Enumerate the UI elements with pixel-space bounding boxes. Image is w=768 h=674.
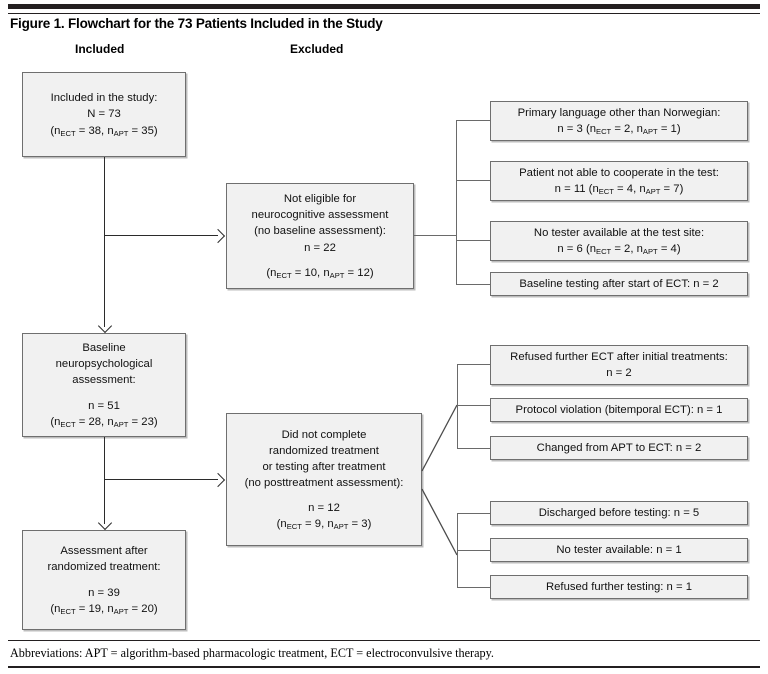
connector-to-did-not-complete bbox=[104, 479, 218, 480]
connector-bracket-baseline-trunk bbox=[456, 120, 457, 284]
noteligible-line5: (nECT = 10, nAPT = 12) bbox=[266, 266, 374, 280]
included-line2: N = 73 bbox=[87, 108, 121, 121]
box-not-eligible: Not eligible for neurocognitive assessme… bbox=[226, 183, 414, 289]
excl2-line2: n = 6 (nECT = 2, nAPT = 4) bbox=[557, 243, 681, 256]
connector-branch-excl0 bbox=[456, 120, 490, 121]
baseline-line5: (nECT = 28, nAPT = 23) bbox=[50, 415, 158, 429]
box-exclusion-baseline-after-ect: Baseline testing after start of ECT: n =… bbox=[490, 272, 748, 296]
footer-rule-bottom bbox=[8, 666, 760, 668]
box-exclusion-no-tester: No tester available: n = 1 bbox=[490, 538, 748, 562]
baseline-line1: Baseline bbox=[82, 342, 126, 355]
connector-branch-texu2 bbox=[457, 448, 490, 449]
noteligible-line2: neurocognitive assessment bbox=[251, 209, 389, 222]
box-exclusion-language: Primary language other than Norwegian: n… bbox=[490, 101, 748, 141]
connector-branch-texl0 bbox=[457, 513, 490, 514]
texu2-line1: Changed from APT to ECT: n = 2 bbox=[536, 441, 702, 454]
final-line3: n = 39 bbox=[88, 586, 120, 599]
box-did-not-complete: Did not complete randomized treatment or… bbox=[226, 413, 422, 546]
box-baseline-assessment: Baseline neuropsychological assessment: … bbox=[22, 333, 186, 437]
noteligible-line3: (no baseline assessment): bbox=[254, 225, 386, 238]
box-exclusion-refused-testing: Refused further testing: n = 1 bbox=[490, 575, 748, 599]
box-exclusion-no-tester-site: No tester available at the test site: n … bbox=[490, 221, 748, 261]
final-line2: randomized treatment: bbox=[47, 561, 161, 574]
dnc-line4: (no posttreatment assessment): bbox=[244, 477, 404, 489]
final-line4: (nECT = 19, nAPT = 20) bbox=[50, 602, 158, 616]
footer-rule-top bbox=[8, 640, 760, 641]
included-line3: (nECT = 38, nAPT = 35) bbox=[50, 124, 158, 138]
connector-branch-excl1 bbox=[456, 180, 490, 181]
texu0-line1: Refused further ECT after initial treatm… bbox=[510, 350, 728, 363]
box-final-assessment: Assessment after randomized treatment: n… bbox=[22, 530, 186, 630]
connector-branch-texl1 bbox=[457, 550, 490, 551]
figure-title: Figure 1. Flowchart for the 73 Patients … bbox=[10, 16, 383, 31]
baseline-line2: neuropsychological bbox=[55, 358, 153, 371]
texl0-line1: Discharged before testing: n = 5 bbox=[538, 506, 700, 519]
excl1-line1: Patient not able to cooperate in the tes… bbox=[519, 166, 719, 179]
box-exclusion-discharged: Discharged before testing: n = 5 bbox=[490, 501, 748, 525]
texl1-line1: No tester available: n = 1 bbox=[556, 543, 682, 556]
box-exclusion-cooperate: Patient not able to cooperate in the tes… bbox=[490, 161, 748, 201]
excl0-line2: n = 3 (nECT = 2, nAPT = 1) bbox=[557, 123, 681, 136]
box-exclusion-changed-apt-ect: Changed from APT to ECT: n = 2 bbox=[490, 436, 748, 460]
dnc-line3: or testing after treatment bbox=[262, 460, 386, 473]
arrowhead-not-eligible bbox=[210, 228, 226, 244]
texu0-line2: n = 2 bbox=[606, 367, 632, 379]
column-label-included: Included bbox=[75, 42, 125, 56]
connector-not-eligible-out bbox=[414, 235, 456, 236]
texl2-line1: Refused further testing: n = 1 bbox=[545, 580, 692, 593]
connector-branch-texu0 bbox=[457, 364, 490, 365]
noteligible-line4: n = 22 bbox=[304, 241, 336, 254]
excl3-line1: Baseline testing after start of ECT: n =… bbox=[519, 277, 719, 290]
top-rule-thin bbox=[8, 13, 760, 14]
connector-branch-texl2 bbox=[457, 587, 490, 588]
box-exclusion-refused-ect: Refused further ECT after initial treatm… bbox=[490, 345, 748, 385]
connector-trunk-main bbox=[104, 157, 105, 327]
box-included-in-study: Included in the study: N = 73 (nECT = 38… bbox=[22, 72, 186, 157]
column-label-excluded: Excluded bbox=[290, 42, 344, 56]
baseline-line4: n = 51 bbox=[88, 399, 120, 412]
arrowhead-final-assessment bbox=[97, 515, 113, 531]
connector-bracket-upper-trunk bbox=[457, 364, 458, 448]
noteligible-line1: Not eligible for bbox=[283, 193, 357, 206]
final-line1: Assessment after bbox=[60, 545, 148, 558]
box-exclusion-protocol-violation: Protocol violation (bitemporal ECT): n =… bbox=[490, 398, 748, 422]
dnc-line2: randomized treatment bbox=[269, 444, 379, 457]
excl1-line2: n = 11 (nECT = 4, nAPT = 7) bbox=[554, 183, 684, 196]
arrowhead-did-not-complete bbox=[210, 472, 226, 488]
top-rule-thick bbox=[8, 4, 760, 9]
dnc-line5: n = 12 bbox=[308, 502, 340, 515]
arrowhead-baseline bbox=[97, 318, 113, 334]
figure-footnote: Abbreviations: APT = algorithm-based pha… bbox=[10, 646, 494, 660]
connector-branch-texu1 bbox=[457, 405, 490, 406]
connector-branch-excl3 bbox=[456, 284, 490, 285]
excl0-line1: Primary language other than Norwegian: bbox=[517, 106, 721, 119]
connector-trunk-lower bbox=[104, 437, 105, 524]
connector-to-not-eligible bbox=[104, 235, 218, 236]
excl2-line1: No tester available at the test site: bbox=[533, 226, 705, 239]
connector-branch-excl2 bbox=[456, 240, 490, 241]
baseline-line3: assessment: bbox=[72, 374, 136, 387]
dnc-line6: (nECT = 9, nAPT = 3) bbox=[276, 518, 372, 532]
texu1-line1: Protocol violation (bitemporal ECT): n =… bbox=[515, 403, 723, 416]
included-line1: Included in the study: bbox=[50, 92, 158, 105]
dnc-line1: Did not complete bbox=[281, 428, 367, 441]
